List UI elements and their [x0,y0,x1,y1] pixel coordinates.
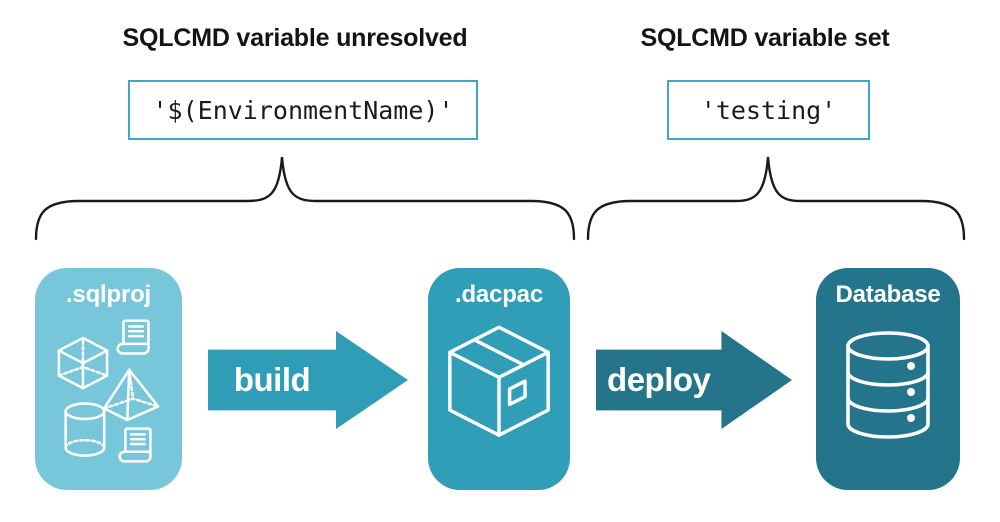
pyramid-icon [102,368,159,422]
right-brace-icon [586,156,966,241]
right-annotation-heading: SQLCMD variable set [640,24,890,52]
build-arrow: build [208,331,408,429]
stage-label-sqlproj: .sqlproj [65,281,152,308]
cube-icon [57,336,108,390]
stage-card-database: Database [816,268,960,490]
scroll-icon [117,427,152,463]
stage-card-sqlproj: .sqlproj [35,268,182,490]
stage-card-dacpac: .dacpac [428,268,570,490]
right-code-box: 'testing' [667,80,870,140]
package-icon [448,325,550,437]
left-annotation-heading: SQLCMD variable unresolved [122,24,468,52]
stage-label-database: Database [835,281,941,308]
left-code-text: '$(EnvironmentName)' [152,95,454,125]
stage-label-dacpac: .dacpac [455,281,543,308]
left-brace-icon [34,156,576,241]
deploy-arrow-label: deploy [607,361,711,398]
left-code-box: '$(EnvironmentName)' [128,80,478,140]
sql-objects-icon [57,319,159,463]
cylinder-icon [63,402,105,457]
scroll-icon [115,319,150,355]
right-code-text: 'testing' [700,95,837,125]
build-arrow-label: build [233,361,311,398]
database-icon [846,331,930,439]
deploy-arrow: deploy [596,331,792,429]
